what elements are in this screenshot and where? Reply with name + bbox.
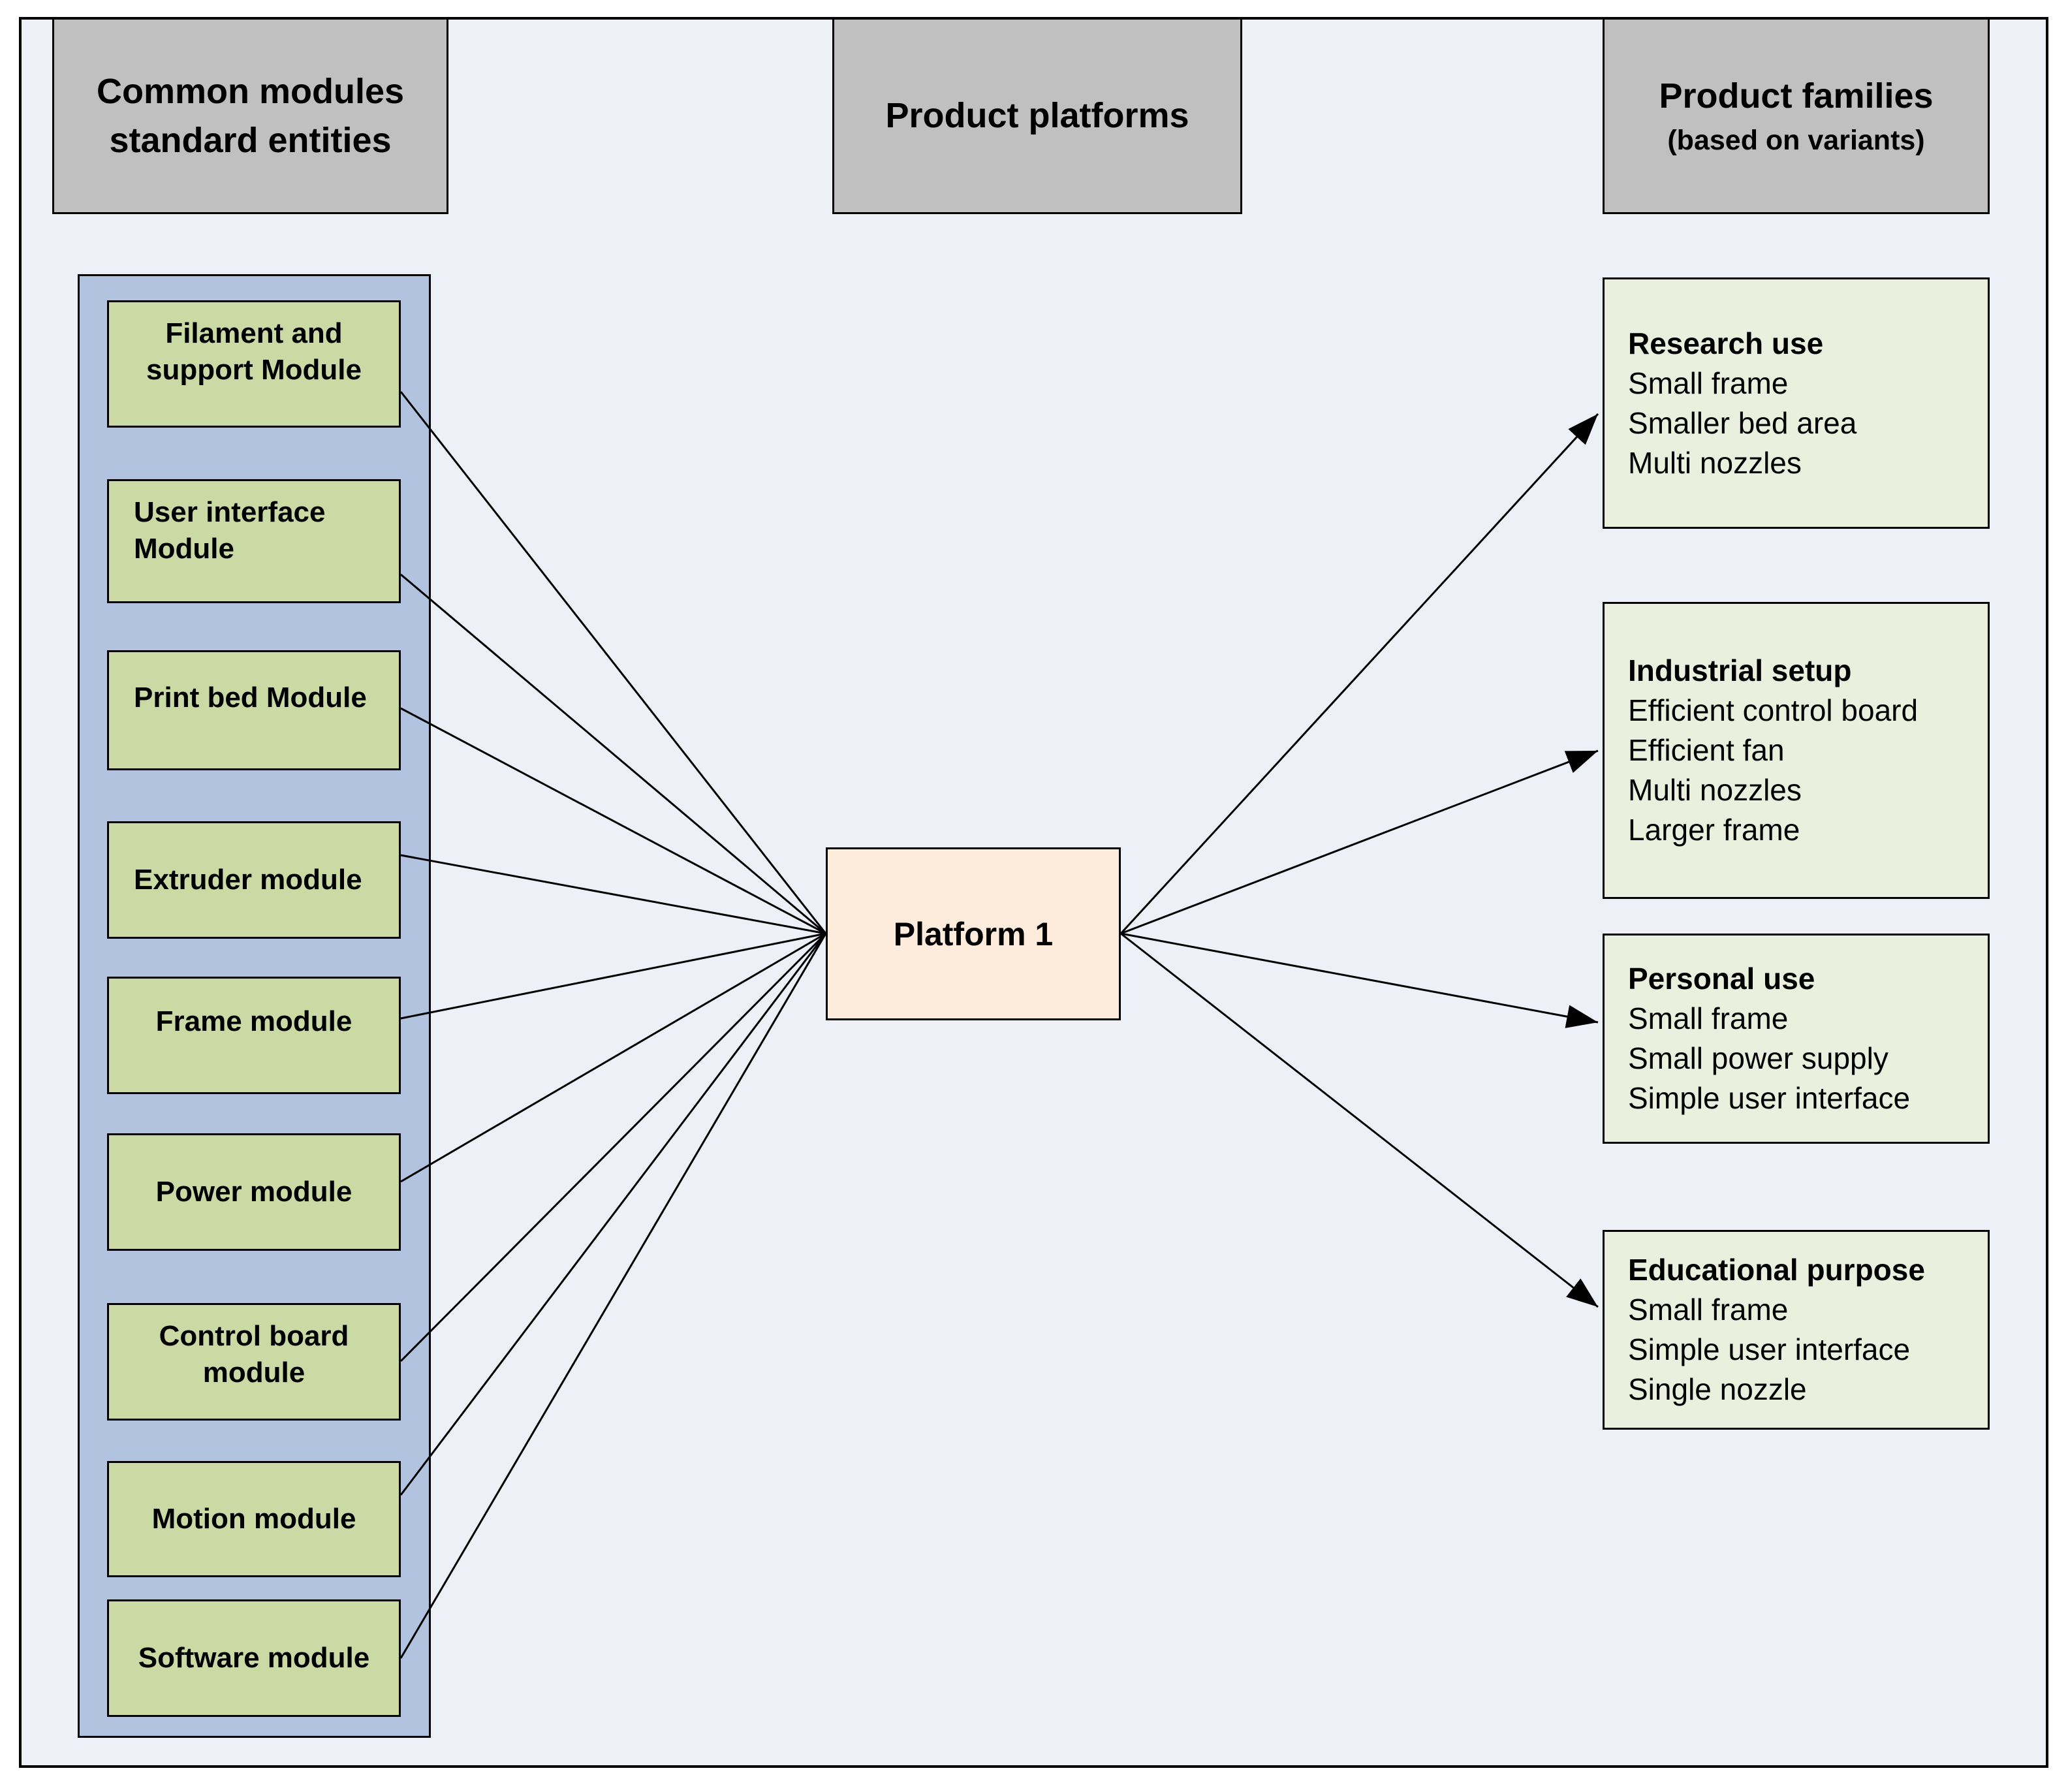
module-box-extruder: Extruder module <box>107 821 401 939</box>
family-feature: Multi nozzles <box>1628 445 1802 480</box>
header-product-platforms-title: Product platforms <box>885 96 1189 135</box>
module-label: Print bed Module <box>134 682 367 714</box>
module-label: Control board module <box>159 1320 349 1389</box>
family-title: Educational purpose <box>1628 1253 1925 1287</box>
family-feature: Larger frame <box>1628 813 1800 847</box>
header-product-families-title: Product families <box>1659 76 1934 116</box>
family-feature: Efficient control board <box>1628 693 1919 727</box>
module-label: Power module <box>155 1176 352 1208</box>
family-title: Industrial setup <box>1628 653 1852 687</box>
family-box-educational-purpose: Educational purpose Small frame Simple u… <box>1603 1230 1990 1430</box>
module-label: Frame module <box>155 1005 352 1037</box>
module-box-frame: Frame module <box>107 977 401 1094</box>
module-box-motion: Motion module <box>107 1461 401 1577</box>
family-feature: Small power supply <box>1628 1041 1888 1075</box>
header-common-modules-line2: standard entities <box>109 120 392 160</box>
family-box-research-use: Research use Small frame Smaller bed are… <box>1603 277 1990 529</box>
platform-label: Platform 1 <box>893 915 1054 952</box>
family-feature: Smaller bed area <box>1628 405 1857 440</box>
module-box-user-interface: User interface Module <box>107 479 401 603</box>
header-common-modules-line1: Common modules <box>96 71 405 111</box>
header-common-modules: Common modules standard entities <box>52 18 448 214</box>
header-product-families: Product families (based on variants) <box>1603 18 1990 214</box>
module-label: Extruder module <box>134 864 362 896</box>
module-label: Motion module <box>151 1503 356 1535</box>
module-label: User interface Module <box>134 496 326 565</box>
family-feature: Single nozzle <box>1628 1372 1807 1406</box>
header-product-platforms: Product platforms <box>832 18 1242 214</box>
header-product-families-subtitle: (based on variants) <box>1667 125 1925 156</box>
family-box-industrial-setup: Industrial setup Efficient control board… <box>1603 602 1990 899</box>
family-box-personal-use: Personal use Small frame Small power sup… <box>1603 934 1990 1144</box>
family-feature: Simple user interface <box>1628 1081 1911 1115</box>
family-feature: Small frame <box>1628 1001 1789 1035</box>
module-box-power: Power module <box>107 1133 401 1251</box>
module-box-software: Software module <box>107 1599 401 1717</box>
module-box-control-board: Control board module <box>107 1303 401 1421</box>
platform-box: Platform 1 <box>826 847 1121 1020</box>
family-feature: Small frame <box>1628 1293 1789 1327</box>
family-title: Research use <box>1628 326 1824 360</box>
family-feature: Efficient fan <box>1628 733 1785 767</box>
module-box-filament-support: Filament and support Module <box>107 300 401 428</box>
family-title: Personal use <box>1628 962 1815 996</box>
module-box-print-bed: Print bed Module <box>107 650 401 770</box>
module-label: Filament and support Module <box>146 317 362 386</box>
family-feature: Multi nozzles <box>1628 773 1802 807</box>
family-feature: Small frame <box>1628 366 1789 400</box>
module-label: Software module <box>138 1642 370 1674</box>
family-feature: Simple user interface <box>1628 1332 1911 1366</box>
